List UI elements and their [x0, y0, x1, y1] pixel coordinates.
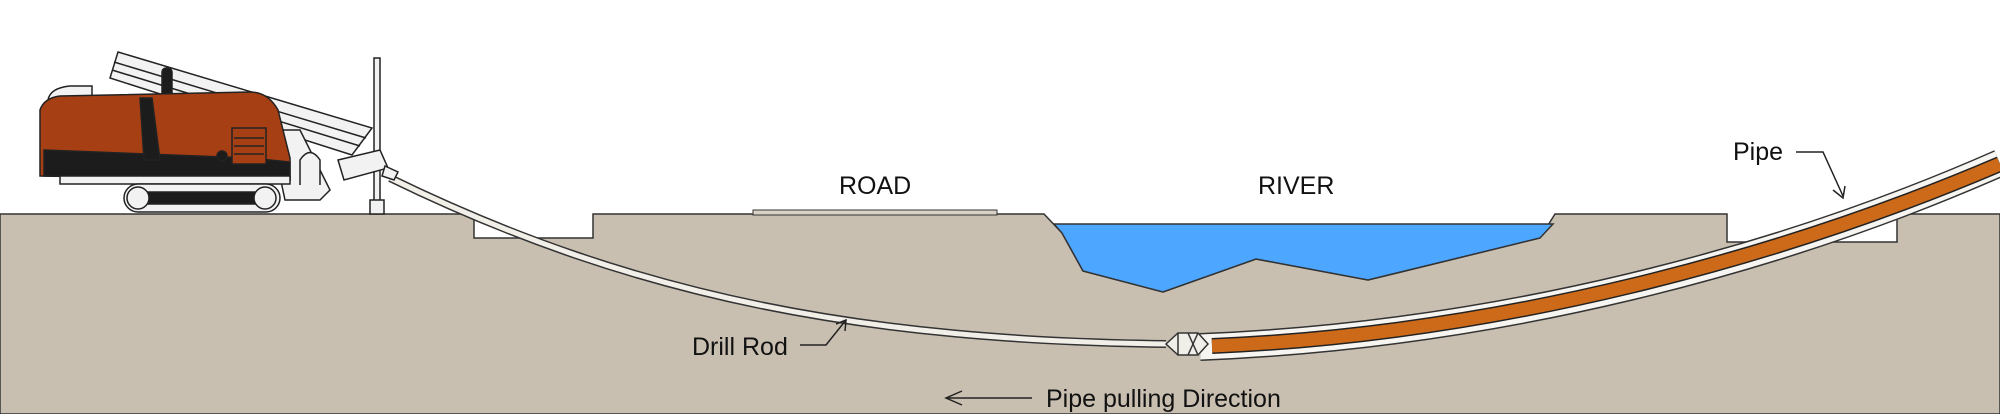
river-water	[1052, 223, 1555, 293]
river-label: RIVER	[1258, 172, 1334, 200]
drill-rod-label: Drill Rod	[692, 333, 788, 361]
left-arrow-icon	[944, 390, 1032, 406]
road-label: ROAD	[839, 172, 911, 200]
pipe-fill	[1211, 158, 2000, 353]
road-surface	[752, 209, 998, 216]
drilling-rig-icon	[39, 51, 400, 215]
pipe-label: Pipe	[1733, 138, 1783, 166]
drill-rod-core	[388, 175, 1167, 347]
reamer-icon	[1164, 332, 1210, 356]
pipe-leader	[1796, 151, 1844, 197]
drill-rod-leader-arrow	[835, 318, 847, 332]
pipe-leader-arrow	[1832, 185, 1846, 200]
drill-rod-leader	[800, 319, 847, 346]
ground	[0, 213, 2000, 414]
direction-label: Pipe pulling Direction	[1046, 385, 1281, 413]
